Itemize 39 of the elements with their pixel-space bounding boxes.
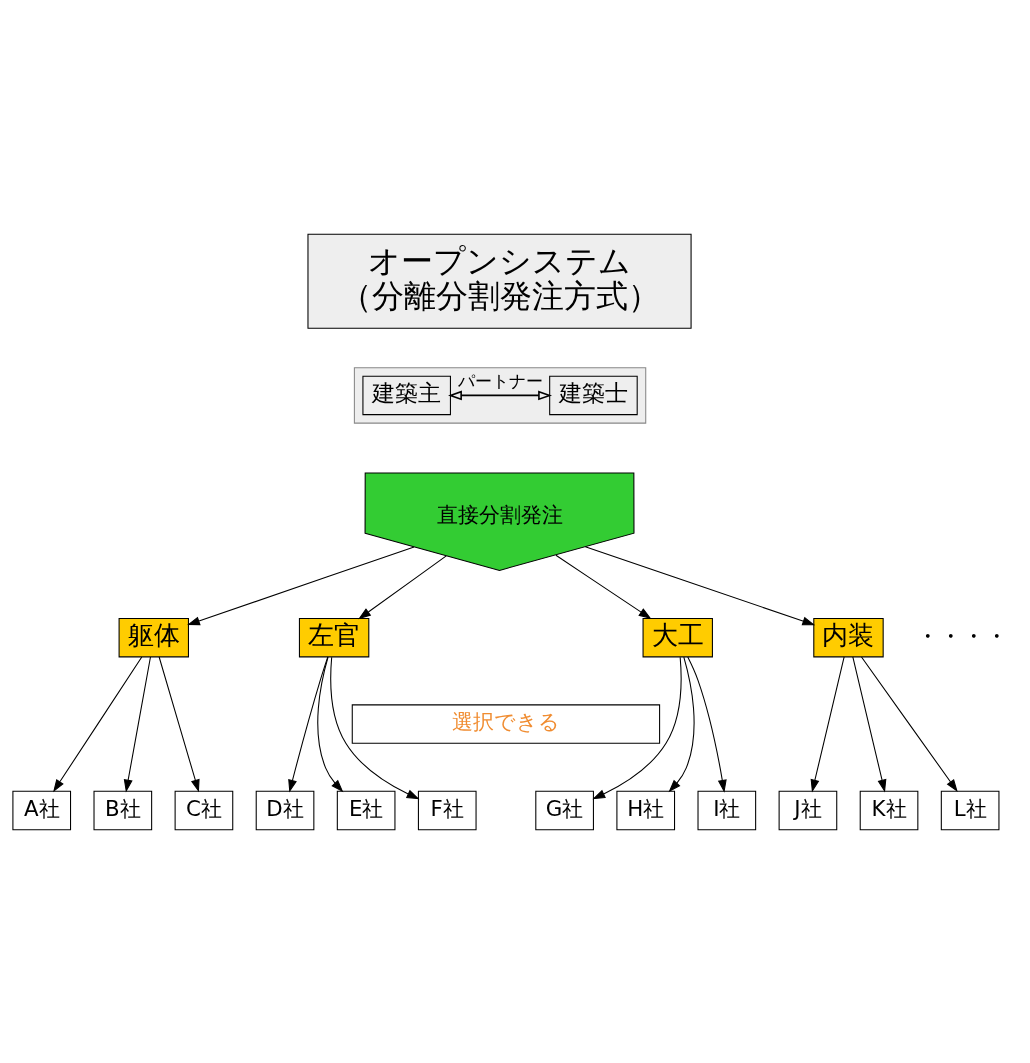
arrow (158, 655, 200, 792)
arrow (810, 655, 845, 792)
node-box: G社 (535, 790, 594, 830)
arrow (358, 554, 447, 619)
label: ・・・・ (915, 621, 1008, 650)
arrow (860, 655, 958, 792)
node-box: L社 (940, 790, 1000, 830)
node-box: 大工 (642, 617, 713, 657)
arrow (330, 656, 420, 799)
node-box: C社 (174, 790, 234, 830)
arrow (687, 655, 727, 793)
node-box: 建築士 (549, 375, 638, 415)
node-box: J社 (778, 790, 838, 830)
arrow (668, 656, 695, 792)
node-box: 躯体 (118, 617, 189, 657)
cluster (353, 366, 647, 424)
node-box: K社 (859, 790, 919, 830)
node-box: H社 (616, 790, 676, 830)
edge-label: パートナー (457, 370, 543, 391)
arrow (123, 655, 151, 792)
arrow (584, 545, 816, 625)
node-box: 選択できる (351, 703, 661, 744)
arrow (852, 655, 887, 792)
node-box: 建築主 (362, 375, 451, 415)
arrow (187, 545, 415, 625)
node-box: 左官 (298, 617, 370, 657)
arrow (53, 655, 143, 792)
node-box: オープンシステム （分離分割発注方式） (307, 233, 692, 329)
node-box: I社 (697, 790, 757, 830)
node-box: F社 (417, 790, 477, 830)
arrow (317, 656, 344, 792)
arrow (592, 656, 682, 799)
arrow (448, 390, 553, 400)
node-box: 内装 (813, 617, 884, 657)
node-box: E社 (336, 790, 396, 830)
arrow (555, 554, 652, 619)
node-box: B社 (93, 790, 153, 830)
node-box: D社 (255, 790, 315, 830)
node-box: A社 (12, 790, 72, 830)
